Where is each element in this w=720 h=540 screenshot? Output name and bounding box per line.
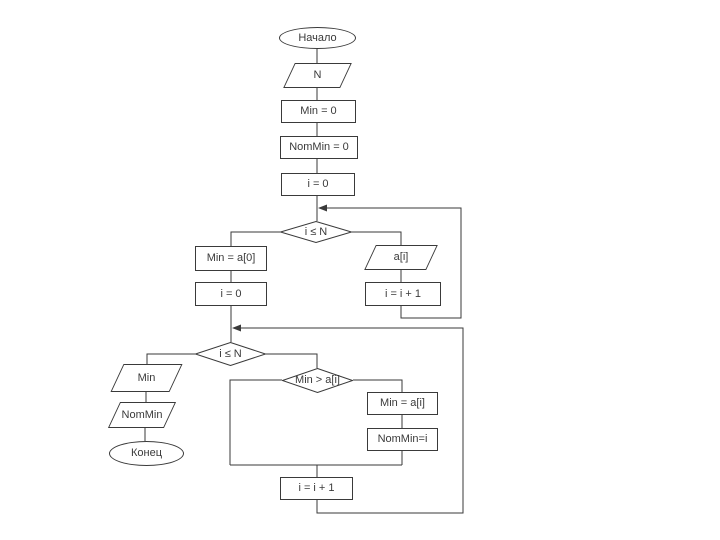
node-min-equals-ai: Min = a[i] (367, 392, 438, 415)
node-output-min: Min (110, 364, 183, 392)
node-min-equals-a0: Min = a[0] (195, 246, 267, 271)
node-decision-loop2: i ≤ N (195, 342, 266, 366)
node-label: Min = 0 (300, 105, 337, 117)
node-label: NomMin (121, 408, 163, 421)
node-label: a[i] (393, 251, 409, 263)
node-i-equals-0-second: i = 0 (195, 282, 267, 306)
node-label: Min = a[0] (206, 252, 256, 264)
node-nommin-equals-0: NomMin = 0 (280, 136, 358, 159)
node-nommin-equals-i: NomMin=i (367, 428, 438, 451)
node-input-ai: a[i] (363, 245, 439, 270)
node-decision-compare: Min > a[i] (282, 368, 353, 393)
node-start-terminator: Начало (279, 27, 356, 49)
node-increment-i-first: i = i + 1 (365, 282, 441, 306)
node-label: NomMin = 0 (289, 141, 349, 153)
node-label: i = i + 1 (384, 287, 422, 300)
node-label: Начало (298, 31, 337, 44)
node-label: i ≤ N (219, 347, 242, 360)
node-label: i ≤ N (304, 225, 328, 238)
node-label: Конец (130, 447, 163, 459)
node-end-terminator: Конец (109, 441, 184, 466)
decision-diamond-shape (280, 221, 352, 243)
node-min-equals-0: Min = 0 (281, 100, 356, 123)
node-label: N (313, 69, 322, 81)
node-label: i = 0 (220, 287, 242, 300)
node-label: Min = a[i] (380, 397, 425, 409)
node-label: Min (137, 371, 156, 384)
decision-diamond-shape (282, 368, 353, 393)
node-increment-i-second: i = i + 1 (280, 477, 353, 500)
node-label: i = 0 (307, 178, 329, 190)
node-output-nommin: NomMin (107, 402, 177, 428)
node-label: Min > a[i] (295, 374, 340, 386)
node-input-n: N (282, 63, 353, 88)
node-decision-loop1: i ≤ N (280, 221, 352, 243)
node-i-equals-0: i = 0 (281, 173, 355, 196)
node-label: i = i + 1 (298, 482, 335, 494)
decision-diamond-shape (195, 342, 266, 366)
node-label: NomMin=i (377, 433, 428, 445)
